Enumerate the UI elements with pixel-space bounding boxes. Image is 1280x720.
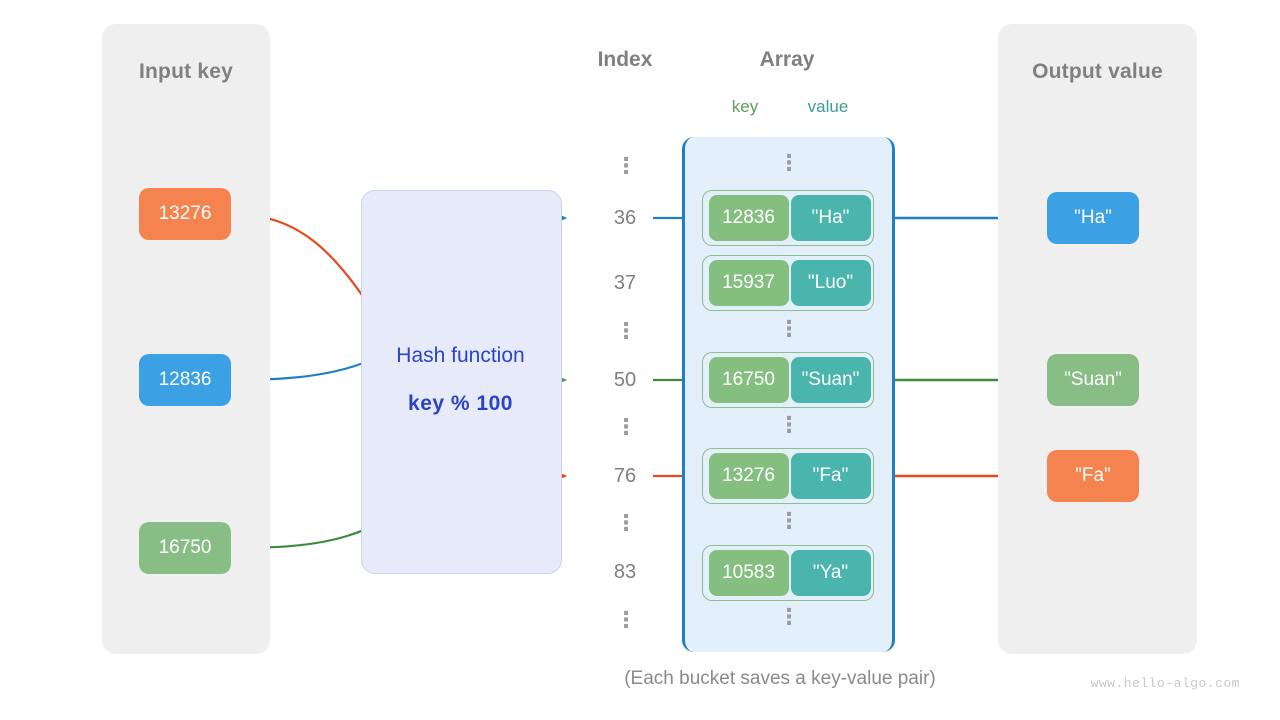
input-key-12836[interactable]: 12836 xyxy=(139,354,231,406)
bucket-row[interactable]: 13276 "Fa" xyxy=(702,448,874,504)
output-value-title: Output value xyxy=(1032,60,1163,83)
index-label-37: 37 xyxy=(613,272,637,294)
array-dots-mid2: ⋮ xyxy=(778,412,800,437)
array-dots-bottom: ⋮ xyxy=(778,604,800,629)
hash-function-formula: key % 100 xyxy=(408,392,513,415)
bucket-key: 16750 xyxy=(708,357,789,403)
bucket-value: "Suan" xyxy=(790,357,871,403)
input-key-13276[interactable]: 13276 xyxy=(139,188,231,240)
index-dots-top: ⋮ xyxy=(615,153,637,178)
output-value-fa[interactable]: "Fa" xyxy=(1047,450,1139,502)
diagram-caption: (Each bucket saves a key-value pair) xyxy=(624,668,936,689)
array-dots-top: ⋮ xyxy=(778,150,800,175)
bucket-row[interactable]: 15937 "Luo" xyxy=(702,255,874,311)
index-label-50: 50 xyxy=(613,369,637,391)
value-subheading: value xyxy=(807,97,849,116)
bucket-value: "Ya" xyxy=(790,550,871,596)
index-dots-3: ⋮ xyxy=(615,510,637,535)
array-dots-mid3: ⋮ xyxy=(778,508,800,533)
bucket-row[interactable]: 10583 "Ya" xyxy=(702,545,874,601)
key-subheading: key xyxy=(731,97,759,116)
input-key-16750[interactable]: 16750 xyxy=(139,522,231,574)
watermark-url: www.hello-algo.com xyxy=(1090,676,1240,691)
array-column-heading: Array xyxy=(759,48,815,71)
index-label-36: 36 xyxy=(613,207,637,229)
index-dots-2: ⋮ xyxy=(615,414,637,439)
bucket-key: 15937 xyxy=(708,260,789,306)
bucket-row[interactable]: 12836 "Ha" xyxy=(702,190,874,246)
index-column-heading: Index xyxy=(597,48,653,71)
output-value-panel: Output value xyxy=(998,24,1197,654)
bucket-key: 13276 xyxy=(708,453,789,499)
output-value-suan[interactable]: "Suan" xyxy=(1047,354,1139,406)
bucket-value: "Luo" xyxy=(790,260,871,306)
array-dots-mid1: ⋮ xyxy=(778,316,800,341)
input-key-title: Input key xyxy=(139,60,233,83)
bucket-key: 10583 xyxy=(708,550,789,596)
index-label-83: 83 xyxy=(613,561,637,583)
bucket-value: "Ha" xyxy=(790,195,871,241)
hash-function-label: Hash function xyxy=(396,344,525,367)
bucket-value: "Fa" xyxy=(790,453,871,499)
bucket-key: 12836 xyxy=(708,195,789,241)
bucket-row[interactable]: 16750 "Suan" xyxy=(702,352,874,408)
index-dots-1: ⋮ xyxy=(615,318,637,343)
index-dots-bottom: ⋮ xyxy=(615,607,637,632)
hash-function-box xyxy=(361,190,562,574)
output-value-ha[interactable]: "Ha" xyxy=(1047,192,1139,244)
index-label-76: 76 xyxy=(613,465,637,487)
